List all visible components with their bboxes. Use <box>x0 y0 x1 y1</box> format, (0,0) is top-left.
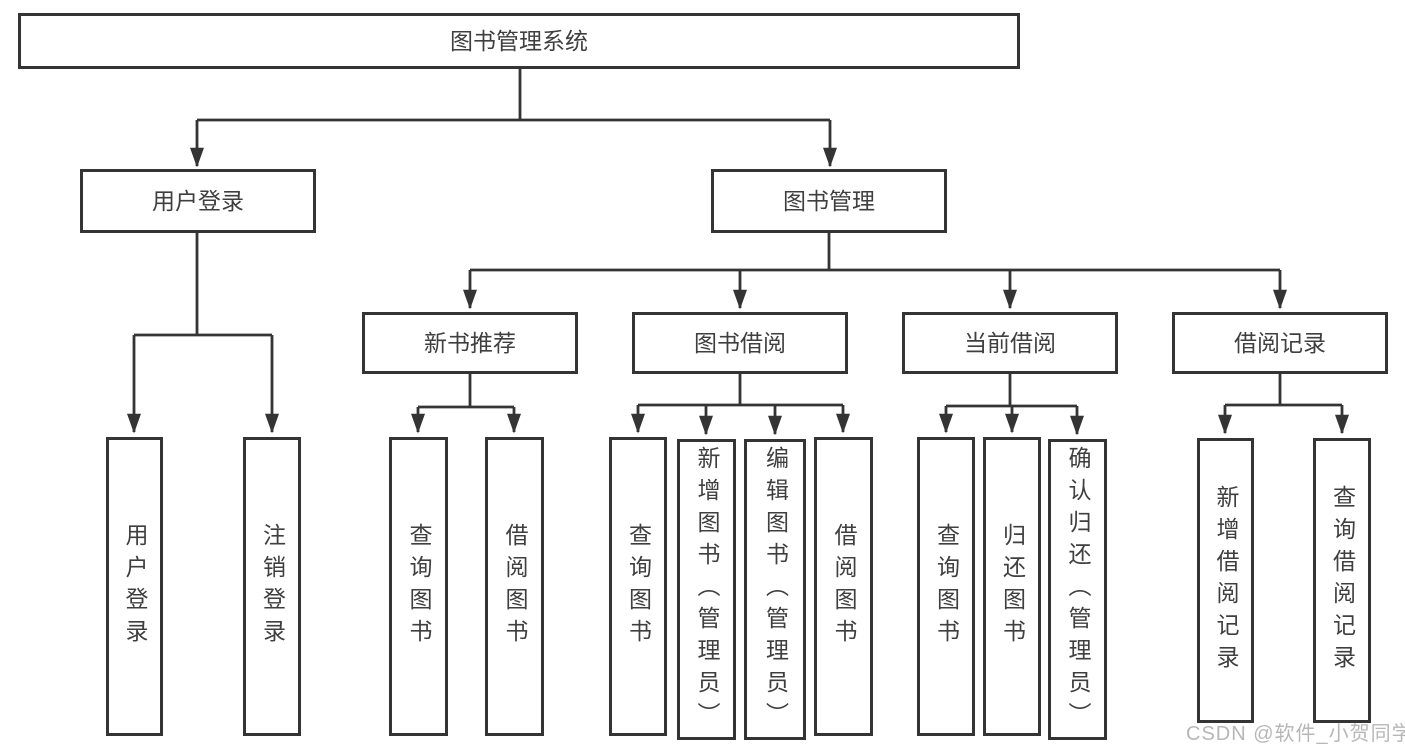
leaf-add-borrow-record-label: 新增借阅记录 <box>1213 484 1239 677</box>
leaf-return-books-label: 归还图书 <box>999 522 1026 651</box>
leaf-recommend-query-books-label: 查询图书 <box>406 522 432 651</box>
leaf-user-login: 用户登录 <box>106 437 163 736</box>
node-borrow-records: 借阅记录 <box>1172 312 1388 374</box>
leaf-borrow-books: 借阅图书 <box>814 437 873 736</box>
node-current-borrow-label: 当前借阅 <box>964 329 1056 356</box>
leaf-borrow-query-books-label: 查询图书 <box>625 522 652 651</box>
leaf-add-books-admin: 新增图书（管理员） <box>677 439 736 740</box>
leaf-query-borrow-record: 查询借阅记录 <box>1313 438 1371 723</box>
node-root-label: 图书管理系统 <box>450 27 588 54</box>
leaf-recommend-borrow-books-label: 借阅图书 <box>502 522 528 651</box>
leaf-recommend-borrow-books: 借阅图书 <box>485 437 544 736</box>
node-borrow-records-label: 借阅记录 <box>1234 329 1326 356</box>
node-new-book-recommend: 新书推荐 <box>362 312 578 374</box>
leaf-logout-label: 注销登录 <box>259 522 286 651</box>
node-book-borrow-label: 图书借阅 <box>694 329 786 356</box>
leaf-borrow-query-books: 查询图书 <box>609 437 667 736</box>
leaf-add-books-admin-label: 新增图书（管理员） <box>694 445 720 734</box>
node-new-book-recommend-label: 新书推荐 <box>424 329 516 356</box>
csdn-watermark: CSDN @软件_小贺同学 <box>1186 723 1405 745</box>
node-book-borrow: 图书借阅 <box>632 312 848 374</box>
leaf-return-books: 归还图书 <box>983 437 1041 736</box>
node-current-borrow: 当前借阅 <box>902 312 1118 374</box>
node-book-mgmt-label: 图书管理 <box>783 187 875 214</box>
node-user-login: 用户登录 <box>80 169 316 233</box>
leaf-borrow-books-label: 借阅图书 <box>831 522 857 651</box>
leaf-current-query-books: 查询图书 <box>917 437 975 736</box>
leaf-user-login-label: 用户登录 <box>122 522 148 651</box>
leaf-add-borrow-record: 新增借阅记录 <box>1197 438 1254 723</box>
leaf-edit-books-admin: 编辑图书（管理员） <box>744 439 806 740</box>
leaf-recommend-query-books: 查询图书 <box>389 437 448 736</box>
leaf-confirm-return-admin: 确认归还（管理员） <box>1048 439 1107 740</box>
node-user-login-label: 用户登录 <box>152 187 244 214</box>
node-book-mgmt: 图书管理 <box>711 169 947 233</box>
leaf-logout: 注销登录 <box>243 437 301 736</box>
leaf-query-borrow-record-label: 查询借阅记录 <box>1329 484 1356 677</box>
leaf-current-query-books-label: 查询图书 <box>933 522 960 651</box>
leaf-edit-books-admin-label: 编辑图书（管理员） <box>762 445 789 734</box>
node-root: 图书管理系统 <box>18 13 1020 69</box>
leaf-confirm-return-admin-label: 确认归还（管理员） <box>1065 445 1091 734</box>
